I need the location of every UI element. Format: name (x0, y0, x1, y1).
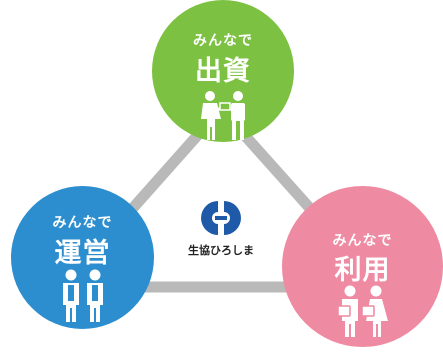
staff-pair-icon (63, 269, 103, 322)
node-investment-prefix: みんなで (193, 33, 253, 49)
node-investment-label: 出資 (195, 56, 251, 87)
shoppers-icon (337, 285, 388, 337)
handshake-exchange-icon (201, 91, 245, 140)
node-management-label: 運営 (54, 238, 111, 269)
node-management: みんなで 運営 (11, 186, 154, 329)
node-investment: みんなで 出資 (152, 0, 294, 142)
node-management-prefix: みんなで (52, 215, 113, 231)
node-usage-prefix: みんなで (332, 233, 393, 249)
coop-name: 生協ひろしま (188, 244, 254, 257)
coop-logo: 生協ひろしま (182, 194, 260, 264)
node-usage-label: 利用 (334, 255, 391, 286)
coop-logo-icon (201, 201, 241, 235)
node-usage: みんなで 利用 (282, 186, 443, 347)
